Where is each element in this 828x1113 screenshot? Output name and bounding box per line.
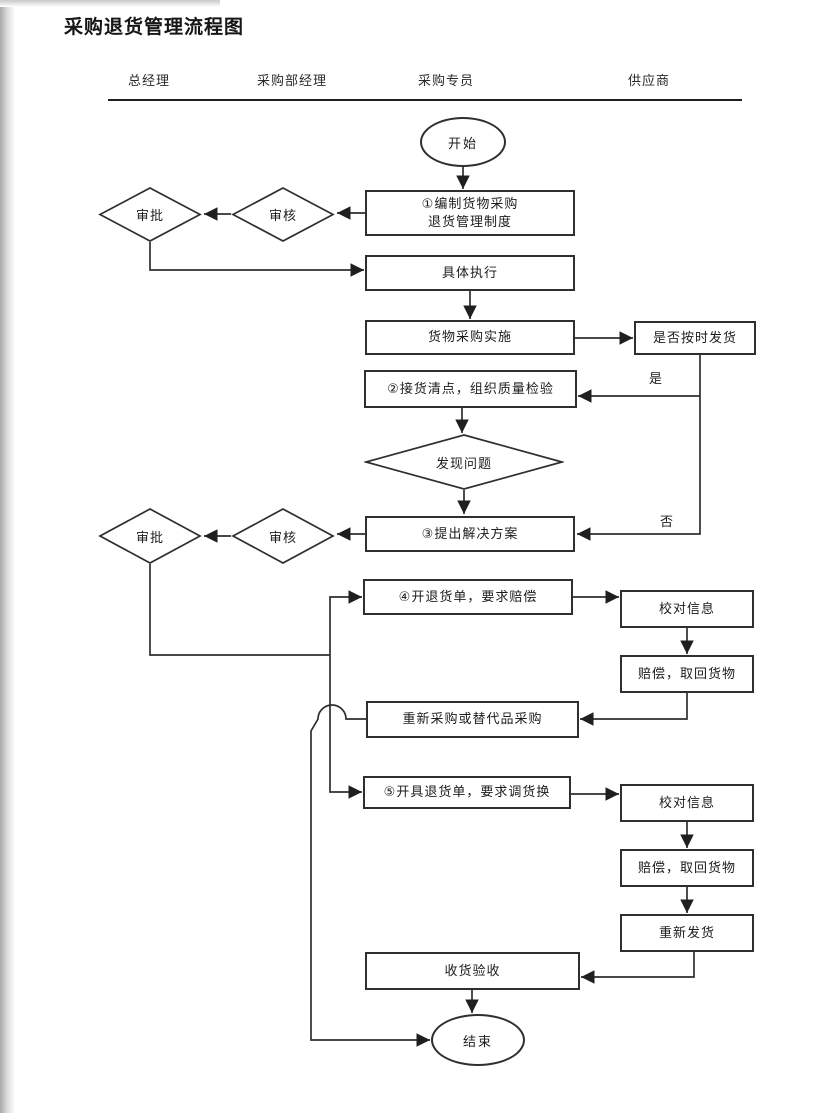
branch-label-yes: 是 — [649, 371, 664, 386]
lane-label-general-manager: 总经理 — [127, 73, 171, 88]
diamond-shape — [98, 187, 202, 242]
diamond-shape — [98, 508, 202, 564]
page-title: 采购退货管理流程图 — [64, 17, 245, 38]
diamond-review-1-label: 审核 — [268, 208, 297, 223]
node-compensate-retrieve-1: 赔偿，取回货物 — [620, 655, 754, 693]
lane-label-supplier: 供应商 — [627, 73, 671, 88]
node-on-time-delivery: 是否按时发货 — [634, 321, 756, 355]
node-verify-info-2: 校对信息 — [620, 784, 754, 822]
scan-edge-shadow — [0, 0, 15, 1113]
node-return-compensate: ④开退货单，要求赔偿 — [363, 579, 573, 615]
diamond-review-1: 审核 — [231, 187, 335, 242]
diamond-approve-2: 审批 — [98, 508, 202, 564]
node-propose-solution: ③提出解决方案 — [365, 516, 575, 552]
diamond-approve-1: 审批 — [98, 187, 202, 242]
node-end: 结束 — [431, 1014, 525, 1066]
node-receive-check: ②接货清点，组织质量检验 — [364, 370, 577, 408]
node-implement: 货物采购实施 — [365, 320, 575, 355]
node-receive-accept: 收货验收 — [365, 952, 580, 990]
diamond-problem-found-label: 发现问题 — [435, 455, 492, 471]
diamond-shape — [364, 434, 564, 490]
diamond-review-2: 审核 — [231, 508, 335, 564]
diamond-shape — [231, 508, 335, 564]
branch-label-no: 否 — [660, 514, 675, 529]
scan-edge-shadow-top — [0, 0, 220, 7]
node-return-exchange: ⑤开具退货单，要求调货换 — [363, 776, 571, 809]
node-reship: 重新发货 — [620, 914, 754, 952]
node-compensate-retrieve-2: 赔偿，取回货物 — [620, 849, 754, 887]
diamond-approve-1-label: 审批 — [135, 208, 164, 223]
node-draft-policy: ①编制货物采购 退货管理制度 — [365, 190, 575, 236]
node-verify-info-1: 校对信息 — [620, 590, 754, 628]
lane-label-purchasing-specialist: 采购专员 — [417, 73, 475, 88]
lane-label-purchasing-dept-manager: 采购部经理 — [256, 73, 328, 88]
lane-header-rule — [108, 99, 742, 101]
diamond-shape — [231, 187, 335, 242]
diamond-problem-found: 发现问题 — [364, 434, 564, 490]
node-repurchase: 重新采购或替代品采购 — [366, 701, 579, 738]
diamond-review-2-label: 审核 — [268, 529, 297, 545]
node-start: 开始 — [420, 117, 506, 167]
node-execute: 具体执行 — [365, 255, 575, 291]
diamond-approve-2-label: 审批 — [135, 529, 164, 545]
